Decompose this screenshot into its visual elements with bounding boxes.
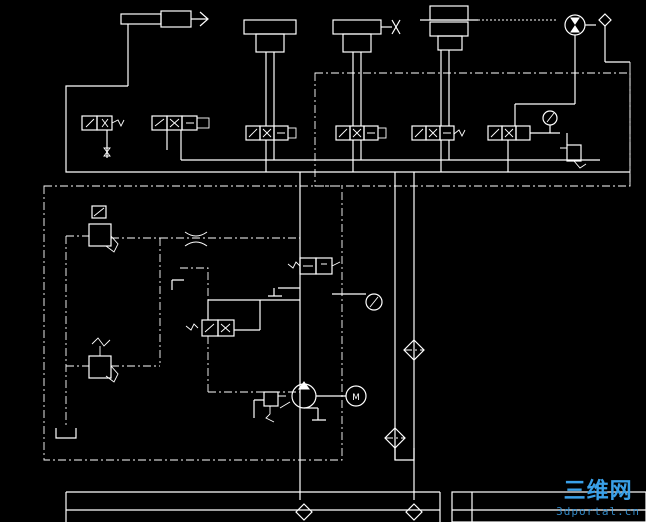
tank-line xyxy=(65,491,441,522)
motor-label: M xyxy=(352,393,360,403)
directional-valve-6 xyxy=(487,125,560,172)
solenoid-relief-valve xyxy=(66,205,160,253)
pressure-gauge-upper xyxy=(542,110,558,133)
header-lines xyxy=(299,159,600,500)
valve-manifold-frame xyxy=(65,61,631,187)
watermark-logo: 三维网 xyxy=(563,479,633,504)
proportional-valve-upper xyxy=(268,257,366,297)
relief-valve xyxy=(66,337,160,383)
electric-motor: M xyxy=(345,385,367,407)
title-block-corner xyxy=(451,491,646,522)
directional-valve-5 xyxy=(411,125,466,172)
watermark-subtext: 3dportal.cn xyxy=(556,505,640,518)
directional-valve-1 xyxy=(81,115,125,158)
actuator-rod-cylinder xyxy=(120,10,209,86)
filter-upper xyxy=(403,339,425,361)
pressure-switch xyxy=(560,133,587,169)
filter-lower xyxy=(384,427,415,461)
actuator-cylinder-2 xyxy=(332,19,401,126)
power-unit-frame xyxy=(43,185,343,461)
hydraulic-pump xyxy=(253,381,346,423)
actuator-cylinder-1 xyxy=(243,19,297,126)
watermark: 三维网 3dportal.cn xyxy=(556,473,640,518)
pressure-gauge-lower xyxy=(365,293,383,311)
directional-valve-2 xyxy=(151,115,300,161)
directional-valve-4 xyxy=(335,125,387,172)
proportional-valve-middle xyxy=(171,267,300,393)
hydraulic-motor-symbol xyxy=(514,13,612,126)
actuator-cylinder-3 xyxy=(420,5,558,126)
directional-valve-3 xyxy=(245,125,297,172)
power-unit-piping xyxy=(55,231,300,439)
